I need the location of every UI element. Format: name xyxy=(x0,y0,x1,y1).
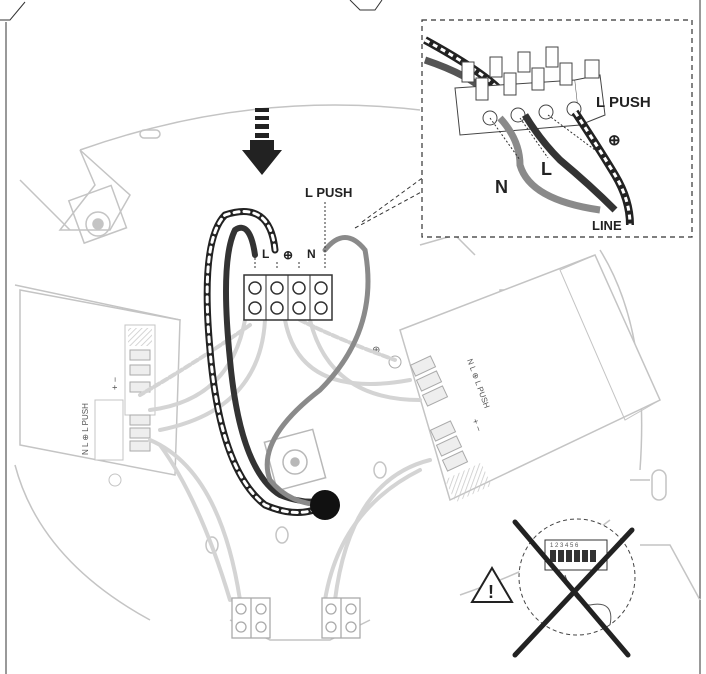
driver-left: N L ⊕ L PUSH + − xyxy=(19,289,181,487)
driver-left-marks: N L ⊕ L PUSH xyxy=(81,403,90,455)
inset-neutral-wire xyxy=(497,115,601,214)
inset-line-wire xyxy=(521,113,618,213)
center-mount xyxy=(263,428,327,492)
inset-label-l-push: L PUSH xyxy=(596,94,651,111)
earth-symbol-inset: ⊕ xyxy=(608,132,621,149)
driver-right-pm: + − xyxy=(470,417,484,433)
earth-mark-right: ⊕ xyxy=(372,345,380,356)
terminal-block xyxy=(243,274,333,321)
driver-left-pm: + − xyxy=(110,377,120,390)
cross-mark-icon xyxy=(512,519,635,658)
inset-label-n: N xyxy=(495,177,508,197)
main-wires xyxy=(203,208,371,516)
label-l: L xyxy=(262,247,269,261)
driver-right: ⊕ N L ⊕ L PUSH + − xyxy=(372,254,661,503)
warning-triangle-icon: ! xyxy=(470,566,514,603)
bottom-connector-left xyxy=(231,597,271,639)
inset-label-l: L xyxy=(541,159,552,179)
cable-grommet xyxy=(310,490,340,520)
inset-detail: L PUSH ⊕ N L LINE xyxy=(421,19,693,238)
inset-leaders xyxy=(354,175,426,229)
dip-switch-warning: 1 2 3 4 5 6 ! xyxy=(470,518,636,658)
earth-symbol-main: ⊕ xyxy=(283,248,293,262)
neutral-wire xyxy=(264,235,371,508)
bottom-connector-right xyxy=(321,597,361,639)
label-n: N xyxy=(307,247,316,261)
label-l-push: L PUSH xyxy=(305,185,352,200)
dip-numbers: 1 2 3 4 5 6 xyxy=(550,543,579,549)
insert-arrow-icon xyxy=(242,108,282,175)
faded-wires xyxy=(138,318,432,602)
inset-label-line: LINE xyxy=(592,218,622,233)
svg-text:!: ! xyxy=(488,582,494,602)
